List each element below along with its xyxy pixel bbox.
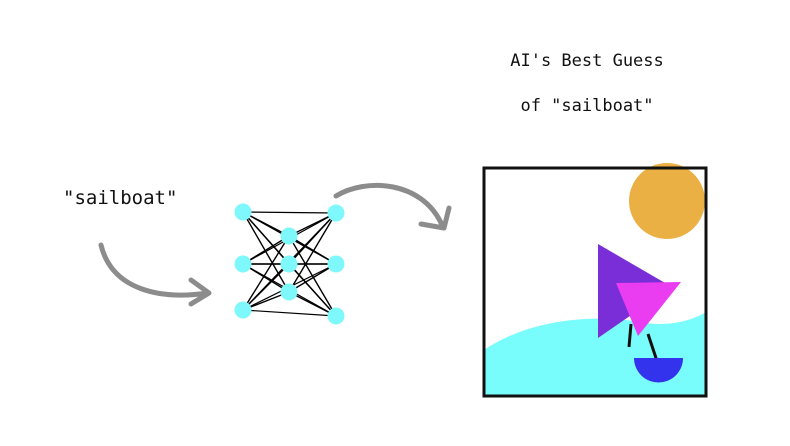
generated-sailboat-image (482, 163, 708, 398)
mast-right (646, 333, 659, 362)
network-nodes (234, 203, 345, 325)
network-node-layer-3 (327, 255, 345, 273)
network-node-layer-1 (234, 203, 252, 221)
image-frame (482, 166, 708, 398)
neural-network (234, 203, 345, 325)
network-node-layer-3 (327, 204, 345, 222)
front-sail (616, 282, 681, 336)
network-node-layer-1 (234, 255, 252, 273)
network-edge (242, 235, 290, 311)
network-node-layer-3 (327, 307, 345, 325)
network-node-layer-2 (280, 255, 298, 273)
network-edge (242, 309, 337, 317)
sun-circle (629, 163, 705, 239)
network-edge (288, 212, 337, 293)
output-title-line1: AI's Best Guess (510, 51, 664, 71)
input-prompt-text: "sailboat" (63, 187, 177, 209)
network-edge (288, 263, 337, 293)
output-title-line2: of "sailboat" (520, 96, 653, 116)
mast-left (627, 323, 633, 348)
network-node-layer-1 (234, 301, 252, 319)
network-edge (242, 211, 337, 214)
network-node-layer-2 (280, 283, 298, 301)
arrow-prompt-to-network (98, 242, 212, 307)
network-node-layer-2 (280, 227, 298, 245)
arrow-network-to-output (333, 183, 452, 231)
water-wave (484, 312, 706, 396)
boat-hull (634, 358, 683, 383)
